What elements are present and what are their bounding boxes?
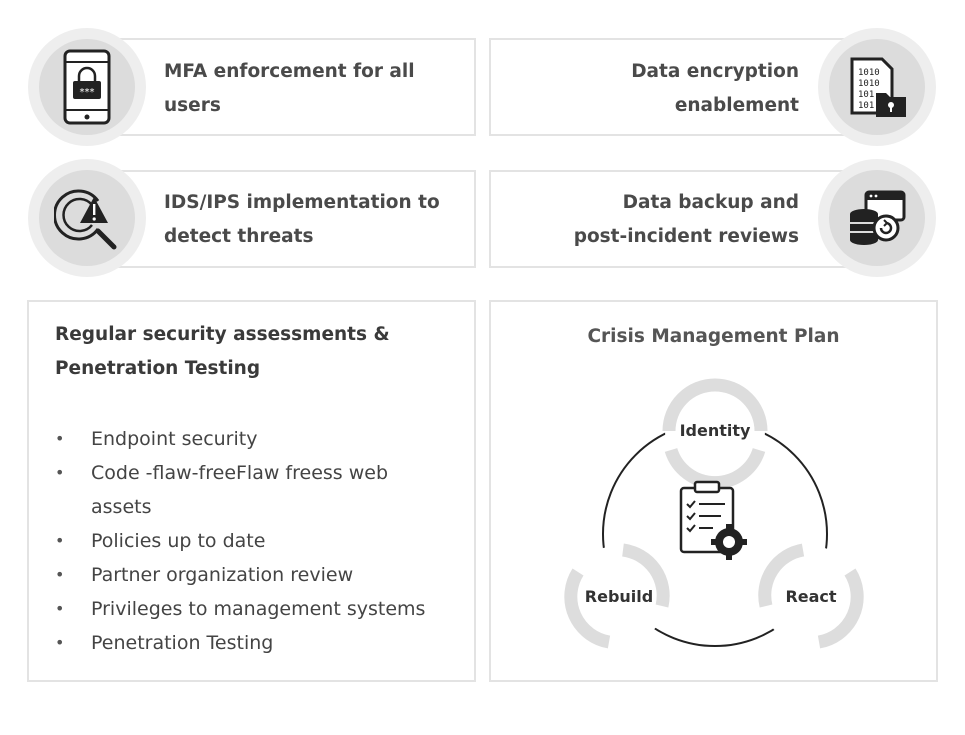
list-item-continuation: assets [91, 496, 152, 518]
svg-text:***: *** [80, 87, 95, 98]
mfa-title-line1: MFA enforcement for all [164, 61, 415, 82]
phone-lock-icon: *** [63, 49, 111, 125]
react-label: React [785, 587, 837, 606]
assessments-title-line2: Penetration Testing [55, 358, 261, 379]
list-item: Code -flaw-freeFlaw freess web [55, 456, 455, 490]
encryption-icon-disc: 1010 1010 101 101 [818, 28, 936, 146]
svg-text:1010: 1010 [858, 68, 880, 78]
svg-text:101: 101 [858, 90, 874, 100]
svg-text:1010: 1010 [858, 79, 880, 89]
ids-title-line2: detect threats [164, 226, 314, 247]
ids-card: IDS/IPS implementation to detect threats [112, 170, 476, 268]
list-item: Penetration Testing [55, 626, 455, 660]
svg-text:101: 101 [858, 101, 874, 111]
clipboard-gear-icon [679, 480, 747, 560]
crisis-title: Crisis Management Plan [587, 326, 840, 347]
crisis-card: Crisis Management Plan [489, 300, 938, 682]
assessments-title-line1: Regular security assessments & [55, 324, 390, 345]
database-restore-icon [850, 190, 906, 245]
crisis-cycle-diagram [564, 378, 864, 649]
list-item: Policies up to date [55, 524, 455, 558]
encryption-title-line2: enablement [674, 95, 799, 116]
identity-label: Identity [679, 421, 751, 440]
encryption-title-line1: Data encryption [631, 61, 799, 82]
assessments-card: Regular security assessments & Penetrati… [27, 300, 476, 682]
ids-title-line1: IDS/IPS implementation to [164, 192, 440, 213]
list-item: Endpoint security [55, 422, 455, 456]
warning-magnifier-icon [54, 189, 117, 250]
backup-title-line1: Data backup and [622, 192, 799, 213]
backup-card: Data backup and post-incident reviews [489, 170, 853, 268]
binary-document-lock-icon: 1010 1010 101 101 [850, 57, 906, 117]
mfa-card: MFA enforcement for all users [112, 38, 476, 136]
react-node [758, 543, 864, 649]
mfa-title-line2: users [164, 95, 221, 116]
encryption-card: Data encryption enablement [489, 38, 853, 136]
backup-title-line2: post-incident reviews [573, 226, 799, 247]
rebuild-node [564, 543, 670, 649]
assessments-list: Endpoint security Code -flaw-freeFlaw fr… [55, 422, 455, 660]
backup-icon-disc [818, 159, 936, 277]
ids-icon-disc [28, 159, 146, 277]
mfa-icon-disc: *** [28, 28, 146, 146]
list-item: Partner organization review [55, 558, 455, 592]
rebuild-label: Rebuild [584, 587, 654, 606]
list-item: Privileges to management systems [55, 592, 455, 626]
